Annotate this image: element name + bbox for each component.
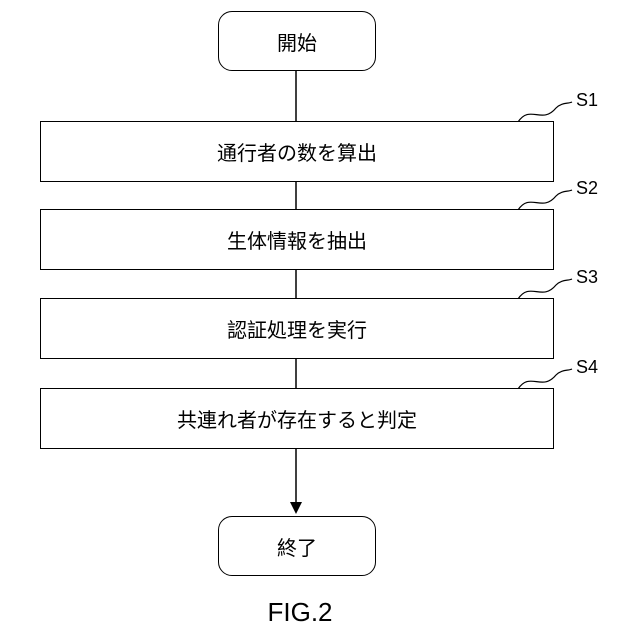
step-s3-id: S3 [576,267,598,288]
start-label: 開始 [277,27,317,56]
step-s1-text: 通行者の数を算出 [217,137,377,166]
leader-s2 [518,190,572,210]
figure-caption: FIG.2 [220,597,380,628]
leader-s1 [518,102,572,122]
step-s1-id: S1 [576,90,598,111]
step-s4-id: S4 [576,357,598,378]
arrow-head-icon [290,502,302,514]
step-s3-text: 認証処理を実行 [227,314,367,343]
step-s1-box: 通行者の数を算出 [40,121,554,182]
step-s2-text: 生体情報を抽出 [227,225,367,254]
step-s3-box: 認証処理を実行 [40,298,554,359]
end-label: 終了 [277,532,317,561]
step-s4-box: 共連れ者が存在すると判定 [40,388,554,449]
end-terminal: 終了 [218,516,376,576]
leader-s4 [518,369,572,389]
step-s2-box: 生体情報を抽出 [40,209,554,270]
step-s2-id: S2 [576,178,598,199]
step-s4-text: 共連れ者が存在すると判定 [177,404,417,433]
leader-s3 [518,279,572,299]
start-terminal: 開始 [218,11,376,71]
